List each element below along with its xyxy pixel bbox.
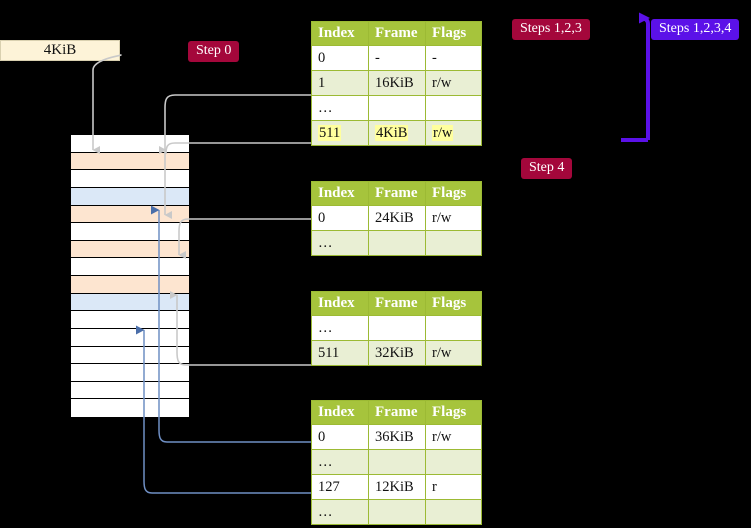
table-row: … [311, 315, 482, 341]
cell-frame: 32KiB [368, 340, 426, 366]
cell-flags [425, 499, 482, 525]
column-header-index: Index [311, 21, 369, 46]
table-row: 0-- [311, 45, 482, 71]
cell-flags [425, 95, 482, 121]
column-header-frame: Frame [368, 291, 426, 316]
cell-flags: r/w [425, 120, 482, 146]
badge-steps-1-2-3-4: Steps 1,2,3,4 [651, 19, 740, 41]
column-header-frame: Frame [368, 21, 426, 46]
cell-index: … [311, 230, 369, 256]
frame-size-box: 4KiB [0, 40, 120, 61]
cell-flags: - [425, 45, 482, 71]
cell-frame: - [368, 45, 426, 71]
memory-row-12 [71, 346, 189, 365]
cell-index: … [311, 499, 369, 525]
cell-index: 511 [311, 340, 369, 366]
column-header-index: Index [311, 400, 369, 425]
cell-frame [368, 95, 426, 121]
highlighted-value: r/w [432, 124, 454, 141]
cell-frame [368, 449, 426, 475]
memory-row-6 [71, 240, 189, 259]
cell-index: 1 [311, 70, 369, 96]
table-row: … [311, 230, 482, 256]
cell-index: 0 [311, 205, 369, 231]
table-row: … [311, 499, 482, 525]
cell-index: … [311, 95, 369, 121]
cell-frame: 4KiB [368, 120, 426, 146]
cell-flags: r/w [425, 70, 482, 96]
cell-frame: 16KiB [368, 70, 426, 96]
memory-row-10 [71, 311, 189, 329]
cell-frame [368, 315, 426, 341]
cell-frame [368, 230, 426, 256]
cell-flags [425, 315, 482, 341]
cell-frame [368, 499, 426, 525]
memory-row-2 [71, 170, 189, 188]
badge-steps-1-2-3: Steps 1,2,3 [512, 19, 590, 41]
cell-index: 0 [311, 424, 369, 450]
cell-frame: 24KiB [368, 205, 426, 231]
cell-flags: r/w [425, 340, 482, 366]
column-header-frame: Frame [368, 400, 426, 425]
column-header-index: Index [311, 181, 369, 206]
badge-step-4: Step 4 [521, 158, 573, 180]
column-header-flags: Flags [425, 400, 482, 425]
column-header-index: Index [311, 291, 369, 316]
cell-frame: 12KiB [368, 474, 426, 500]
table-row: … [311, 95, 482, 121]
cell-flags: r/w [425, 424, 482, 450]
cell-index: 0 [311, 45, 369, 71]
table-row: 511 4KiB r/w [311, 120, 482, 146]
column-header-flags: Flags [425, 181, 482, 206]
badge-step-0: Step 0 [188, 41, 240, 63]
memory-row-8 [71, 276, 189, 294]
cell-index: … [311, 449, 369, 475]
cell-index: 511 [311, 120, 369, 146]
cell-flags: r [425, 474, 482, 500]
cell-index: … [311, 315, 369, 341]
frame-size-label: 4KiB [43, 42, 77, 58]
column-header-flags: Flags [425, 21, 482, 46]
cell-frame: 36KiB [368, 424, 426, 450]
memory-row-4 [71, 205, 189, 224]
memory-row-7 [71, 258, 189, 276]
memory-row-11 [71, 328, 189, 347]
physical-memory-column [70, 134, 190, 417]
memory-row-0 [71, 135, 189, 153]
cell-flags: r/w [425, 205, 482, 231]
memory-row-9 [71, 293, 189, 312]
cell-flags [425, 449, 482, 475]
cell-flags [425, 230, 482, 256]
column-header-flags: Flags [425, 291, 482, 316]
table-row: … [311, 449, 482, 475]
memory-row-3 [71, 187, 189, 206]
memory-row-13 [71, 364, 189, 382]
memory-row-1 [71, 152, 189, 171]
memory-row-14 [71, 381, 189, 400]
memory-row-5 [71, 223, 189, 241]
highlighted-value: 4KiB [375, 124, 409, 141]
column-header-frame: Frame [368, 181, 426, 206]
highlighted-value: 511 [318, 124, 342, 141]
cell-index: 127 [311, 474, 369, 500]
memory-row-15 [71, 399, 189, 417]
